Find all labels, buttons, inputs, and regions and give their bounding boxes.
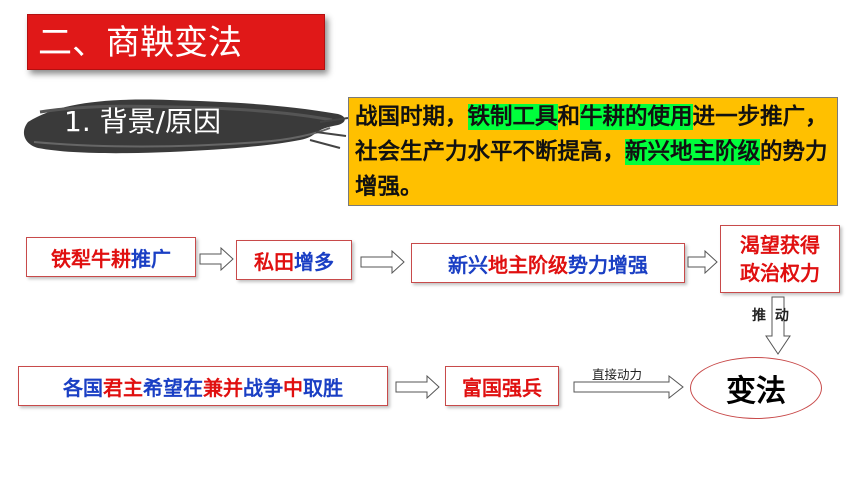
- flow-text: 富国强兵: [462, 375, 542, 400]
- flow-text: 兼并: [203, 375, 243, 400]
- flow-box-landlord-power: 新兴地主阶级势力增强: [411, 243, 685, 283]
- flow-text: 各国: [63, 375, 103, 400]
- flow-text: 铁犁牛耕: [51, 246, 131, 271]
- flow-text: 取胜: [303, 375, 343, 400]
- flow-text: 中: [283, 375, 303, 400]
- arrow-right-icon: [687, 249, 718, 275]
- flow-box-rich-country: 富国强兵: [445, 366, 559, 406]
- arrow-down-icon: [765, 296, 791, 355]
- bg-text-1: 战国时期，: [355, 104, 468, 130]
- bg-text-3: 进一步推广，社会生产力水平不断提高，: [355, 104, 828, 165]
- flow-text: 战争: [243, 375, 283, 400]
- push-label: 推 动: [752, 308, 791, 324]
- background-description: 战国时期，铁制工具和牛耕的使用进一步推广，社会生产力水平不断提高，新兴地主阶级的…: [348, 97, 838, 206]
- flow-text: 地主阶级: [488, 252, 568, 277]
- flow-text: 渴望获得: [740, 233, 820, 257]
- section-label: 1. 背景/原因: [64, 105, 222, 138]
- arrow-right-icon: [360, 249, 405, 275]
- flow-box-monarch-wish: 各国君主希望在兼并战争中取胜: [18, 366, 388, 406]
- arrow-right-icon: [199, 246, 234, 272]
- bg-text-4: 的势力增强。: [355, 139, 828, 200]
- flow-text: 势力增强: [568, 252, 648, 277]
- highlight-landlord-class: 新兴地主阶级: [625, 139, 761, 165]
- flow-text: 增多: [294, 249, 334, 274]
- highlight-iron-tools: 铁制工具: [467, 104, 558, 130]
- bg-text-2: 和: [557, 104, 581, 130]
- flow-box-private-fields: 私田增多: [236, 240, 352, 280]
- flow-box-political-power: 渴望获得 政治权力: [720, 225, 840, 293]
- flow-text: 政治权力: [740, 261, 820, 285]
- reform-oval: 变法: [690, 357, 822, 419]
- ink-brush-background: [23, 99, 349, 154]
- page-title: 二、商鞅变法: [27, 14, 325, 70]
- arrow-right-icon: [573, 374, 684, 400]
- flow-box-iron-plow: 铁犁牛耕推广: [26, 237, 196, 277]
- flow-text: 私田: [254, 249, 294, 274]
- flow-text: 推广: [131, 246, 171, 271]
- flow-text: 新兴: [448, 252, 488, 277]
- flow-text: 君主: [103, 375, 143, 400]
- arrow-right-icon: [395, 374, 440, 400]
- highlight-ox-plowing: 牛耕的使用: [580, 104, 693, 130]
- direct-motive-label: 直接动力: [592, 367, 643, 382]
- flow-text: 希望在: [143, 375, 203, 400]
